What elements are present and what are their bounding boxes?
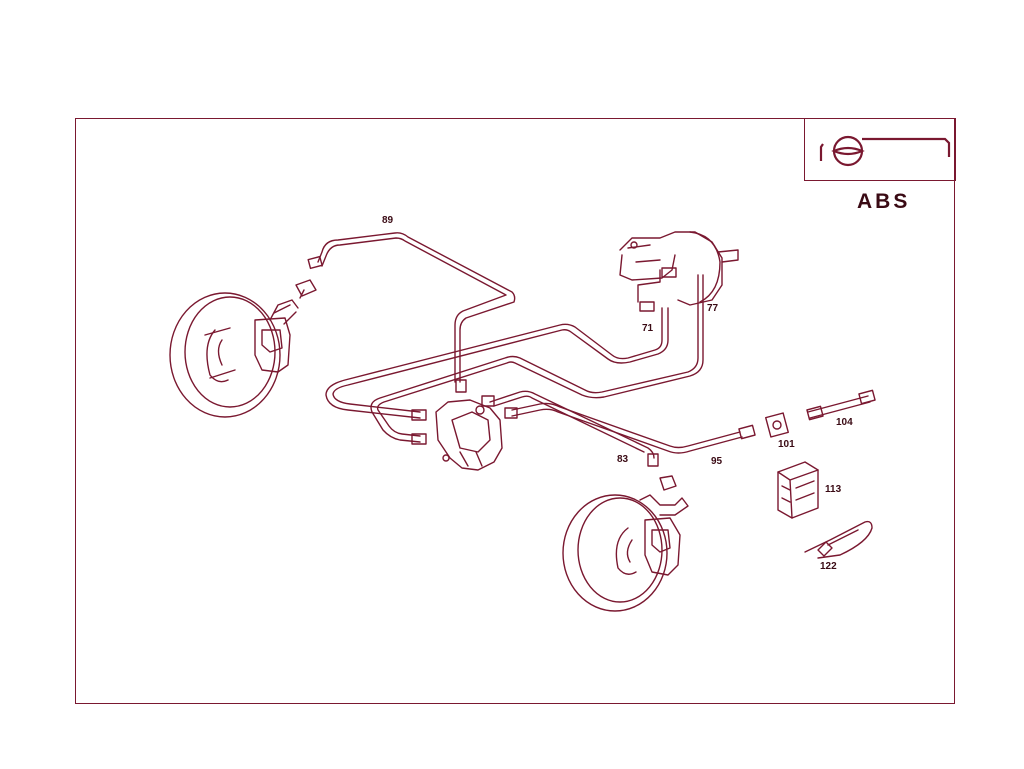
pipe-104 [806, 389, 876, 421]
callout-101: 101 [778, 439, 795, 450]
center-caliper [435, 399, 503, 471]
master-cylinder-booster [619, 231, 739, 312]
abs-label: ABS [857, 190, 911, 213]
callout-104: 104 [836, 417, 853, 428]
right-brake-disc [562, 494, 668, 612]
right-caliper [639, 475, 689, 576]
callout-113: 113 [825, 484, 842, 495]
brake-pipe-89 [307, 232, 516, 393]
brake-pipe-95 [504, 402, 756, 454]
callout-labels: 89 77 71 83 95 101 104 113 122 [382, 215, 853, 572]
cable-tie-122 [804, 520, 873, 559]
left-caliper [254, 279, 317, 373]
brake-pipe-lower-loop [325, 274, 704, 445]
clip-113 [777, 461, 819, 519]
brake-pipe-83 [481, 390, 659, 467]
callout-95: 95 [711, 456, 723, 467]
callout-71: 71 [642, 323, 654, 334]
fitting-101 [765, 412, 789, 438]
callout-83: 83 [617, 454, 629, 465]
abs-symbol-box [804, 118, 956, 181]
callout-122: 122 [820, 561, 837, 572]
drawing-frame [75, 118, 955, 704]
callout-77: 77 [707, 303, 719, 314]
abs-symbol-icon [819, 135, 951, 167]
left-brake-disc [169, 292, 281, 418]
callout-89: 89 [382, 215, 394, 226]
